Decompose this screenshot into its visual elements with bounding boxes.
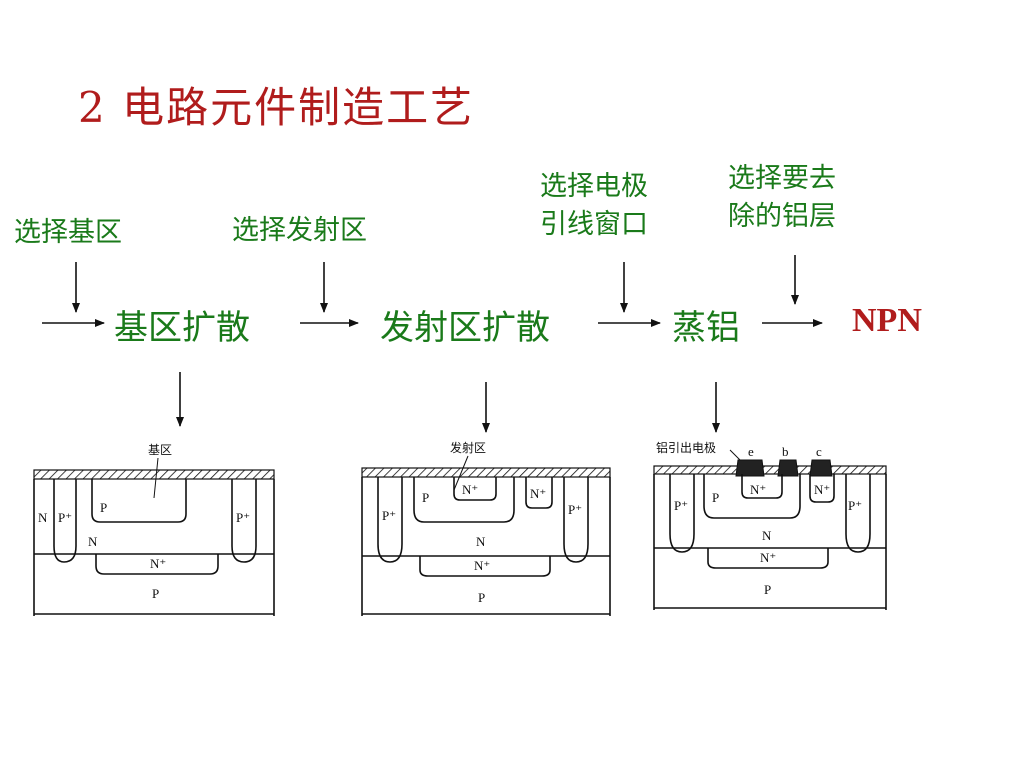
- xsec-emitter-p-sub: P: [478, 590, 485, 605]
- result-npn: NPN: [852, 302, 922, 339]
- xsec-emitter-p-plus-left: P⁺: [382, 508, 396, 523]
- xsec-al-p-plus-left: P⁺: [674, 498, 688, 513]
- xsec-base-p-sub: P: [152, 586, 159, 601]
- xsec-al-electrode-c: [809, 459, 833, 477]
- xsec-base-n-plus: N⁺: [150, 556, 166, 571]
- label-select-base: 选择基区: [14, 217, 122, 248]
- xsec-emitter-p-plus-right: P⁺: [568, 502, 582, 517]
- xsec-al-n-plus-buried: N⁺: [760, 550, 776, 565]
- xsec-al-electrode-e: [735, 459, 765, 477]
- xsec-al-caption: 铝引出电极: [656, 440, 716, 455]
- label-select-remove: 选择要去 除的铝层: [728, 160, 836, 236]
- label-select-emitter: 选择发射区: [232, 215, 367, 246]
- xsec-emitter-caption: 发射区: [450, 440, 486, 455]
- cross-section-aluminum: 铝引出电极 e b c P⁺ P N⁺ N⁺ P⁺ N N⁺ P: [653, 440, 887, 610]
- xsec-al-n-epi: N: [762, 528, 772, 543]
- xsec-emitter-n-plus-emitter: N⁺: [462, 482, 478, 497]
- xsec-emitter-n-plus-contact: N⁺: [530, 486, 546, 501]
- label-select-remove-line1: 选择要去: [728, 163, 836, 194]
- xsec-al-n-plus-emitter: N⁺: [750, 482, 766, 497]
- cross-section-base: 基区 N P⁺ P P⁺ N N⁺ P: [33, 443, 275, 616]
- xsec-al-n-plus-contact: N⁺: [814, 482, 830, 497]
- xsec-base-caption: 基区: [148, 443, 172, 457]
- xsec-al-terminal-b: b: [782, 444, 789, 459]
- label-select-window: 选择电极 引线窗口: [540, 168, 648, 244]
- xsec-al-p-base: P: [712, 490, 719, 505]
- xsec-emitter-n-plus-buried: N⁺: [474, 558, 490, 573]
- page-title: 2 电路元件制造工艺: [78, 83, 475, 132]
- cross-section-emitter: 发射区 P⁺ P N⁺ N⁺ P⁺ N N⁺ P: [361, 440, 611, 616]
- xsec-base-p-plus-right: P⁺: [236, 510, 250, 525]
- xsec-base-p-base: P: [100, 500, 107, 515]
- step-emitter-diffusion: 发射区扩散: [380, 308, 550, 348]
- label-select-window-line1: 选择电极: [540, 171, 648, 202]
- xsec-base-n-left: N: [38, 510, 48, 525]
- xsec-al-electrode-b: [777, 459, 799, 477]
- xsec-emitter-n-epi: N: [476, 534, 486, 549]
- xsec-al-terminal-c: c: [816, 444, 822, 459]
- xsec-base-n-epi: N: [88, 534, 98, 549]
- label-select-remove-line2: 除的铝层: [728, 201, 836, 232]
- step-aluminum-evaporation: 蒸铝: [672, 308, 740, 348]
- xsec-al-terminal-e: e: [748, 444, 754, 459]
- xsec-base-p-plus-left: P⁺: [58, 510, 72, 525]
- label-select-window-line2: 引线窗口: [540, 209, 648, 240]
- xsec-emitter-p-base: P: [422, 490, 429, 505]
- xsec-al-p-plus-right: P⁺: [848, 498, 862, 513]
- xsec-al-p-sub: P: [764, 582, 771, 597]
- step-base-diffusion: 基区扩散: [114, 308, 250, 348]
